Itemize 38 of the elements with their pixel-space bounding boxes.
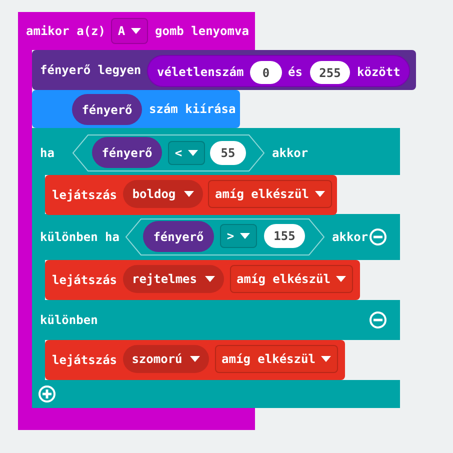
show-number-block: [32, 90, 240, 128]
condition-hexagon: [125, 218, 325, 256]
variable-pill: fényerő: [92, 137, 162, 168]
variable-pill: fényerő: [72, 94, 142, 125]
block-label: különben: [40, 313, 98, 327]
set-variable-block: [32, 50, 416, 90]
number-field: 0: [250, 61, 282, 84]
block-label: különben ha: [40, 230, 120, 244]
dropdown: amíg elkészül: [215, 345, 338, 373]
play-sound-block: [45, 175, 337, 215]
block-label: között: [357, 65, 400, 79]
dropdown: >: [220, 224, 257, 248]
sound-dropdown: boldog: [123, 180, 203, 208]
play-sound-block: [45, 340, 345, 380]
block-label: gomb lenyomva: [155, 24, 249, 38]
random-number-reporter: [147, 55, 410, 87]
block-label: szám kiírása: [149, 102, 236, 116]
block-label: amikor a(z): [26, 24, 106, 38]
block-label: akkor: [272, 146, 308, 160]
block-label: lejátszás: [52, 188, 118, 202]
dropdown: <: [168, 141, 205, 165]
block-label: és: [288, 65, 302, 79]
variable-pill: fényerő: [143, 221, 214, 252]
block-label: lejátszás: [52, 353, 118, 367]
dropdown: amíg elkészül: [208, 180, 332, 208]
block-label: fényerő legyen: [40, 63, 142, 77]
sound-dropdown: szomorú: [123, 345, 209, 373]
block-label: ha: [40, 146, 54, 160]
condition-hexagon: [72, 134, 265, 172]
block-label: lejátszás: [52, 273, 118, 287]
block-label: akkor: [332, 230, 368, 244]
if-else-block: [32, 128, 400, 408]
play-sound-block: [45, 260, 360, 300]
dropdown: amíg elkészül: [230, 265, 353, 293]
block-label: véletlenszám: [157, 65, 244, 79]
dropdown: A: [111, 18, 148, 44]
sound-dropdown: rejtelmes: [123, 265, 224, 293]
number-field: 255: [310, 61, 350, 84]
